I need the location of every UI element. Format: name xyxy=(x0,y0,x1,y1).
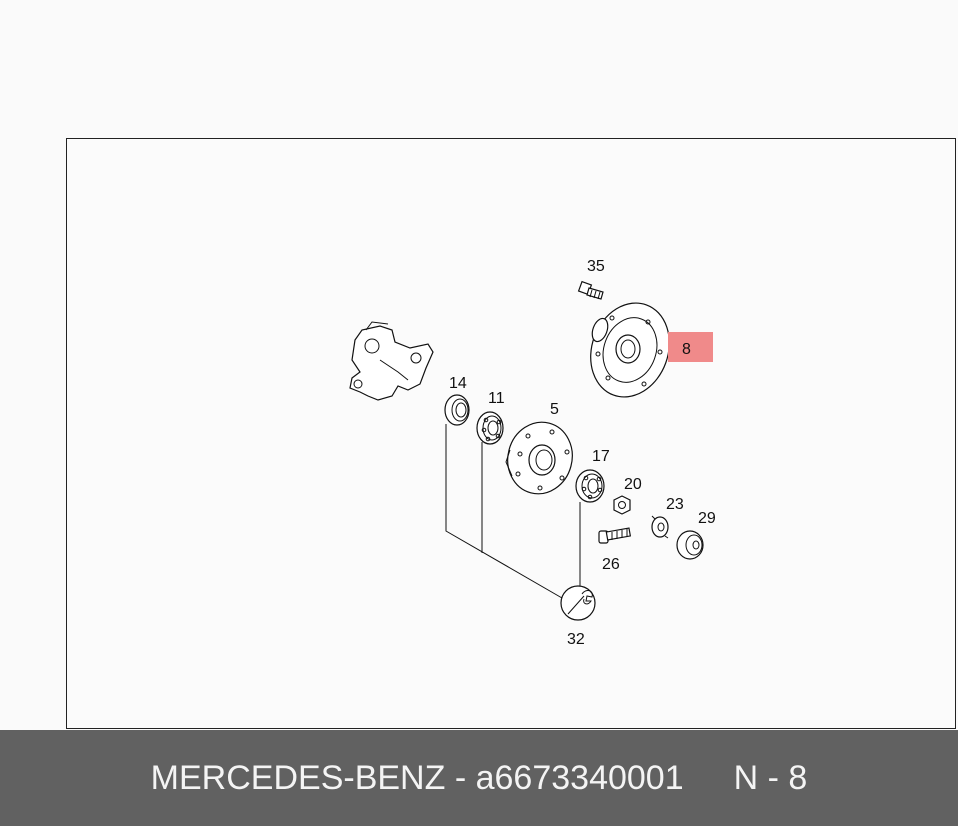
callout-29[interactable]: 29 xyxy=(698,510,716,527)
callout-35[interactable]: 35 xyxy=(587,258,605,275)
bolt-part-35[interactable] xyxy=(577,280,604,300)
washer-part-23[interactable] xyxy=(651,515,669,539)
footer-separator: - xyxy=(454,758,467,797)
screw-part-26[interactable] xyxy=(598,527,632,544)
footer-part-number: a6673340001 xyxy=(475,758,684,797)
bearing-part-11[interactable] xyxy=(476,411,504,445)
bearing-part-17[interactable] xyxy=(575,469,605,503)
cap-part-29[interactable] xyxy=(676,530,704,560)
wrench-icon[interactable] xyxy=(560,585,596,621)
callout-14[interactable]: 14 xyxy=(449,375,467,392)
callout-20[interactable]: 20 xyxy=(624,476,642,493)
nut-part-20[interactable] xyxy=(613,495,631,515)
seal-part-14[interactable] xyxy=(444,394,470,426)
callout-26[interactable]: 26 xyxy=(602,556,620,573)
footer-bar: MERCEDES-BENZ - a6673340001 N - 8 xyxy=(0,730,958,826)
callout-32[interactable]: 32 xyxy=(567,631,585,648)
footer-caption: MERCEDES-BENZ - a6673340001 N - 8 xyxy=(0,730,958,826)
callout-8[interactable]: 8 xyxy=(682,341,691,358)
parts-diagram: 35 8 14 11 5 17 20 23 29 26 32 xyxy=(349,258,716,648)
highlight-part-8 xyxy=(668,332,713,362)
brake-disc-part-8[interactable] xyxy=(578,292,682,408)
tool-leader-lines xyxy=(445,424,581,599)
callout-5[interactable]: 5 xyxy=(550,401,559,418)
footer-position: N - 8 xyxy=(733,758,808,797)
footer-brand: MERCEDES-BENZ xyxy=(150,758,446,797)
diagram-frame xyxy=(66,138,956,729)
callout-11[interactable]: 11 xyxy=(488,390,505,407)
steering-knuckle-part[interactable] xyxy=(349,321,434,401)
callout-23[interactable]: 23 xyxy=(666,496,684,513)
callout-17[interactable]: 17 xyxy=(592,448,610,465)
wheel-hub-part-5[interactable] xyxy=(500,415,580,501)
